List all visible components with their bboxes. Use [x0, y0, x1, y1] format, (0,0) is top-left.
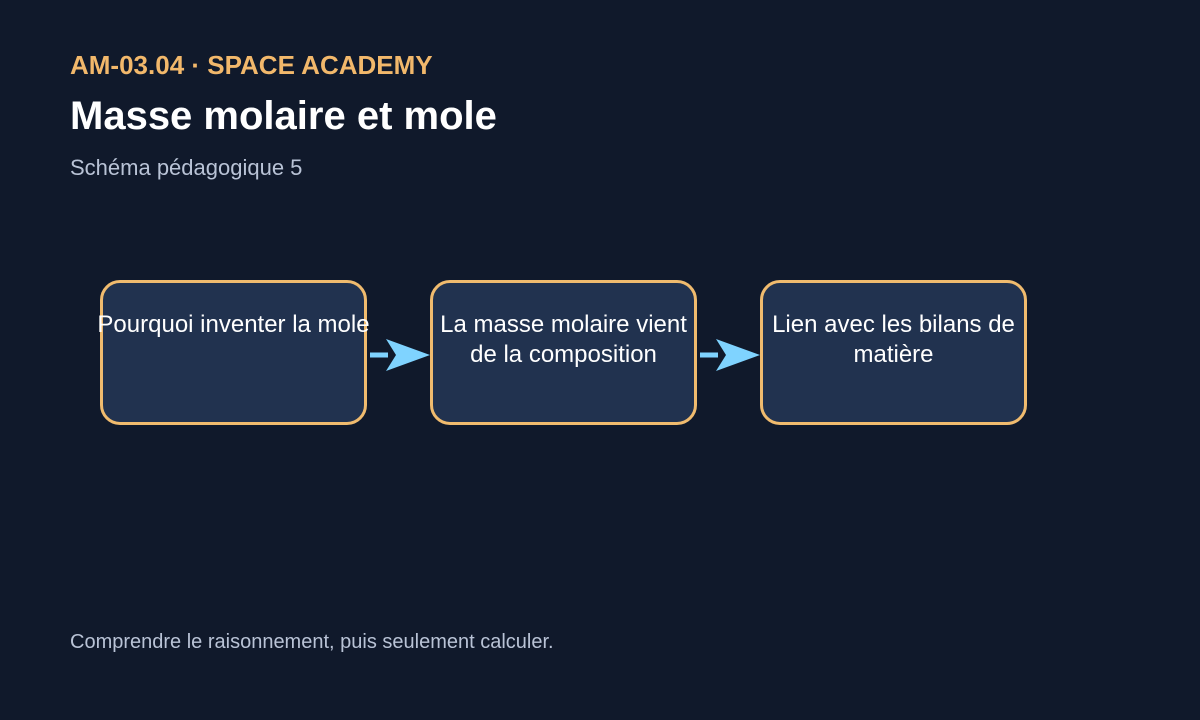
page-title: Masse molaire et mole — [70, 94, 497, 138]
arrow-right-icon — [370, 339, 430, 371]
diagram-node-label: La masse molaire vient de la composition — [440, 311, 687, 368]
course-code: AM-03.04 · SPACE ACADEMY — [70, 50, 433, 80]
diagram-node-3: Lien avec les bilans de matière — [760, 280, 1027, 425]
arrow-right-icon — [700, 339, 760, 371]
diagram-node-2: La masse molaire vient de la composition — [430, 280, 697, 425]
diagram-node-1: Pourquoi inventer la mole — [97, 280, 370, 425]
diagram-node-label: Lien avec les bilans de matière — [772, 311, 1015, 368]
diagram-node-label: Pourquoi inventer la mole — [97, 311, 370, 338]
footer-note: Comprendre le raisonnement, puis seuleme… — [70, 631, 554, 653]
subtitle: Schéma pédagogique 5 — [70, 155, 303, 180]
